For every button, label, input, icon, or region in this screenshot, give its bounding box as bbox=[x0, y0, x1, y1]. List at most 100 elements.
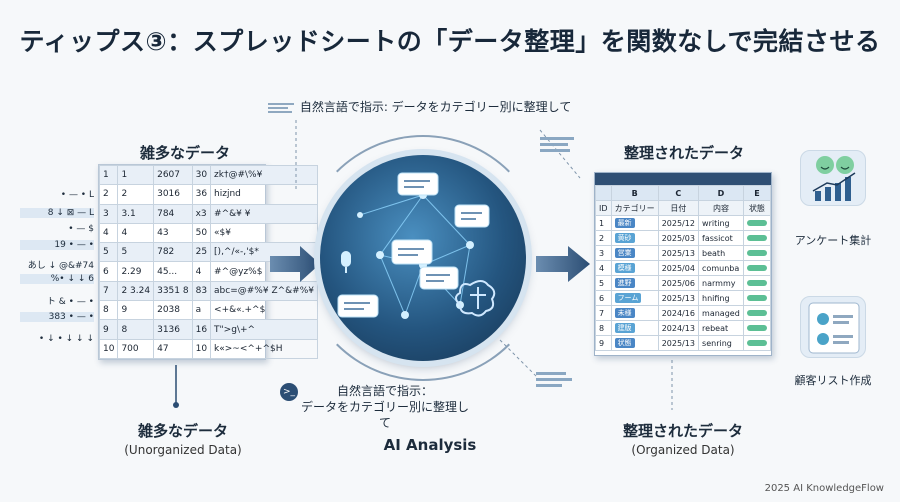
table-cell: beath bbox=[698, 245, 744, 261]
table-cell: 2025/12 bbox=[657, 215, 700, 231]
organized-caption-sub: (Organized Data) bbox=[631, 443, 735, 457]
table-cell: 2025/03 bbox=[657, 230, 700, 246]
table-cell: 1 bbox=[98, 164, 119, 186]
category-tag: 未様 bbox=[614, 308, 635, 318]
table-cell: 2024/13 bbox=[657, 320, 700, 336]
column-header: 日付 bbox=[657, 200, 700, 216]
table-cell: zk†@#\%¥ bbox=[210, 164, 318, 186]
noise-item: ト & • — • bbox=[46, 297, 94, 307]
status-cell bbox=[742, 275, 772, 291]
terminal-icon: >_ bbox=[280, 383, 298, 401]
unorganized-caption: 雑多なデータ (Unorganized Data) bbox=[108, 420, 258, 457]
table-cell: 10 bbox=[191, 338, 212, 360]
column-letter: B bbox=[610, 185, 659, 201]
table-cell: 9 bbox=[98, 319, 119, 340]
table-cell: 2025/13 bbox=[657, 335, 700, 351]
organized-caption-title: 整理されたデータ bbox=[622, 422, 743, 440]
table-cell: 4 bbox=[595, 260, 612, 276]
status-cell bbox=[742, 320, 772, 336]
table-cell: 3 bbox=[98, 203, 119, 224]
table-cell: senring bbox=[698, 335, 744, 351]
table-cell: rebeat bbox=[698, 320, 744, 336]
status-cell bbox=[742, 335, 772, 351]
column-header: ID bbox=[595, 200, 612, 216]
category-tag: 模様 bbox=[614, 263, 635, 273]
status-pill bbox=[746, 219, 767, 226]
table-cell: 5 bbox=[595, 275, 612, 291]
table-cell: 最新 bbox=[610, 215, 659, 231]
bottom-callout: 自然言語で指示： データをカテゴリー別に整理して bbox=[300, 383, 470, 431]
table-cell: 2025/13 bbox=[657, 290, 700, 306]
table-cell: 3 bbox=[595, 245, 612, 261]
status-pill bbox=[746, 234, 767, 241]
table-cell: 9 bbox=[595, 335, 612, 351]
organized-table-titlebar bbox=[595, 173, 771, 185]
category-tag: フーム bbox=[614, 293, 642, 303]
category-tag: 状態 bbox=[614, 338, 635, 348]
table-cell: #^&¥ ¥ bbox=[210, 203, 318, 224]
table-cell: 784 bbox=[153, 203, 193, 224]
table-cell: 8 bbox=[595, 320, 612, 336]
table-cell: 2 bbox=[595, 230, 612, 246]
table-cell: 黄砂 bbox=[610, 230, 659, 246]
noise-item: • — $ bbox=[68, 224, 94, 234]
table-cell: 6 bbox=[595, 290, 612, 306]
table-cell: 10 bbox=[98, 338, 119, 360]
arrow-to-organized bbox=[536, 246, 590, 282]
status-cell bbox=[742, 245, 772, 261]
noise-item: • ↓ • ↓ ↓ ↓ bbox=[38, 334, 94, 344]
table-cell: 25 bbox=[191, 242, 212, 263]
ai-network-graphic bbox=[337, 172, 496, 319]
table-cell: 2607 bbox=[153, 164, 193, 186]
table-cell: 9 bbox=[117, 300, 155, 321]
status-pill bbox=[746, 249, 767, 256]
survey-label: アンケート集計 bbox=[794, 234, 872, 247]
table-cell: 3.1 bbox=[117, 203, 155, 224]
status-pill bbox=[746, 324, 767, 331]
category-tag: 進野 bbox=[614, 278, 635, 288]
table-cell: 1 bbox=[595, 215, 612, 231]
table-cell: k«>~<^+^$H bbox=[210, 338, 318, 360]
unorganized-caption-title: 雑多なデータ bbox=[137, 422, 228, 440]
status-cell bbox=[742, 305, 772, 321]
customer-list-label: 顧客リスト作成 bbox=[794, 374, 872, 387]
bottom-callout-line1: 自然言語で指示： bbox=[336, 384, 433, 398]
column-letter: E bbox=[742, 185, 772, 201]
table-cell: comunba bbox=[698, 260, 744, 276]
noise-item: 8 ↓ ⊠ — L bbox=[20, 208, 94, 218]
column-header: カテゴリー bbox=[610, 200, 659, 216]
table-cell: 模様 bbox=[610, 260, 659, 276]
table-cell: hnifing bbox=[698, 290, 744, 306]
column-header: 状態 bbox=[742, 200, 772, 216]
table-cell: 進野 bbox=[610, 275, 659, 291]
unorganized-caption-sub: (Unorganized Data) bbox=[124, 443, 242, 457]
column-letter: C bbox=[657, 185, 700, 201]
column-letter: D bbox=[698, 185, 744, 201]
category-tag: 黄砂 bbox=[614, 233, 635, 243]
column-header: 内容 bbox=[698, 200, 744, 216]
status-cell bbox=[742, 230, 772, 246]
category-tag: 営業 bbox=[614, 248, 635, 258]
table-cell: 1 bbox=[117, 164, 155, 186]
table-cell: narmmy bbox=[698, 275, 744, 291]
bottom-callout-line2: データをカテゴリー別に整理して bbox=[300, 400, 469, 430]
table-cell: 営業 bbox=[610, 245, 659, 261]
table-cell: 3351 8 bbox=[153, 280, 193, 302]
table-cell: 30 bbox=[191, 164, 212, 186]
table-cell: 2 bbox=[117, 184, 155, 205]
customer-list-icon bbox=[800, 296, 866, 358]
status-pill bbox=[746, 309, 767, 316]
outer-arc bbox=[300, 135, 546, 381]
noise-item: • — • L bbox=[60, 190, 94, 200]
